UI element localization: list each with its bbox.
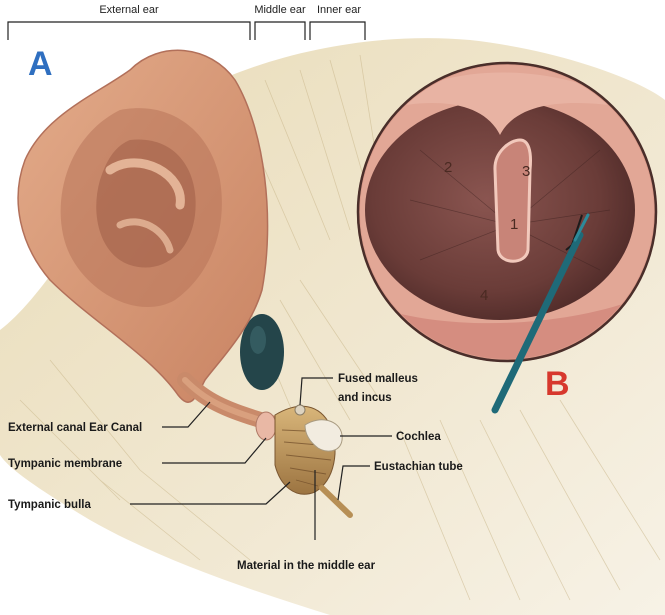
label-fused-malleus-line2: and incus [338,392,392,404]
tympanic-membrane-shape [255,411,277,441]
ossicle-shape [294,404,306,416]
label-ear-canal: External canal Ear Canal [8,422,142,434]
eustachian-tube-shape [319,485,353,518]
label-tympanic-membrane: Tympanic membrane [8,458,122,470]
label-fused-malleus-line1: Fused malleus [338,373,418,385]
inset-number-3: 3 [522,163,530,180]
malleus-handle-shape [493,138,532,263]
region-middle-ear: Middle ear [254,4,306,16]
cochlea-shape [304,419,343,452]
ear-pinna [17,49,298,436]
instrument-tip [573,213,590,242]
label-material-middle-ear: Material in the middle ear [237,560,376,572]
panel-letter-b: B [545,365,570,403]
middle-ear-structures [255,404,353,518]
instrument-shaft [491,231,584,414]
panel-letter-a: A [28,45,53,83]
region-brackets [7,21,366,40]
region-external-ear: External ear [99,4,159,16]
leader-lines [130,377,392,540]
label-tympanic-bulla: Tympanic bulla [8,499,91,511]
inset-number-1: 1 [510,216,518,233]
label-cochlea: Cochlea [396,431,441,443]
inset-number-2: 2 [444,159,452,176]
lens-highlight [250,326,266,354]
region-inner-ear: Inner ear [317,4,361,16]
otoscope-inset [356,61,658,363]
label-eustachian-tube: Eustachian tube [374,461,463,473]
inset-number-4: 4 [480,287,488,304]
